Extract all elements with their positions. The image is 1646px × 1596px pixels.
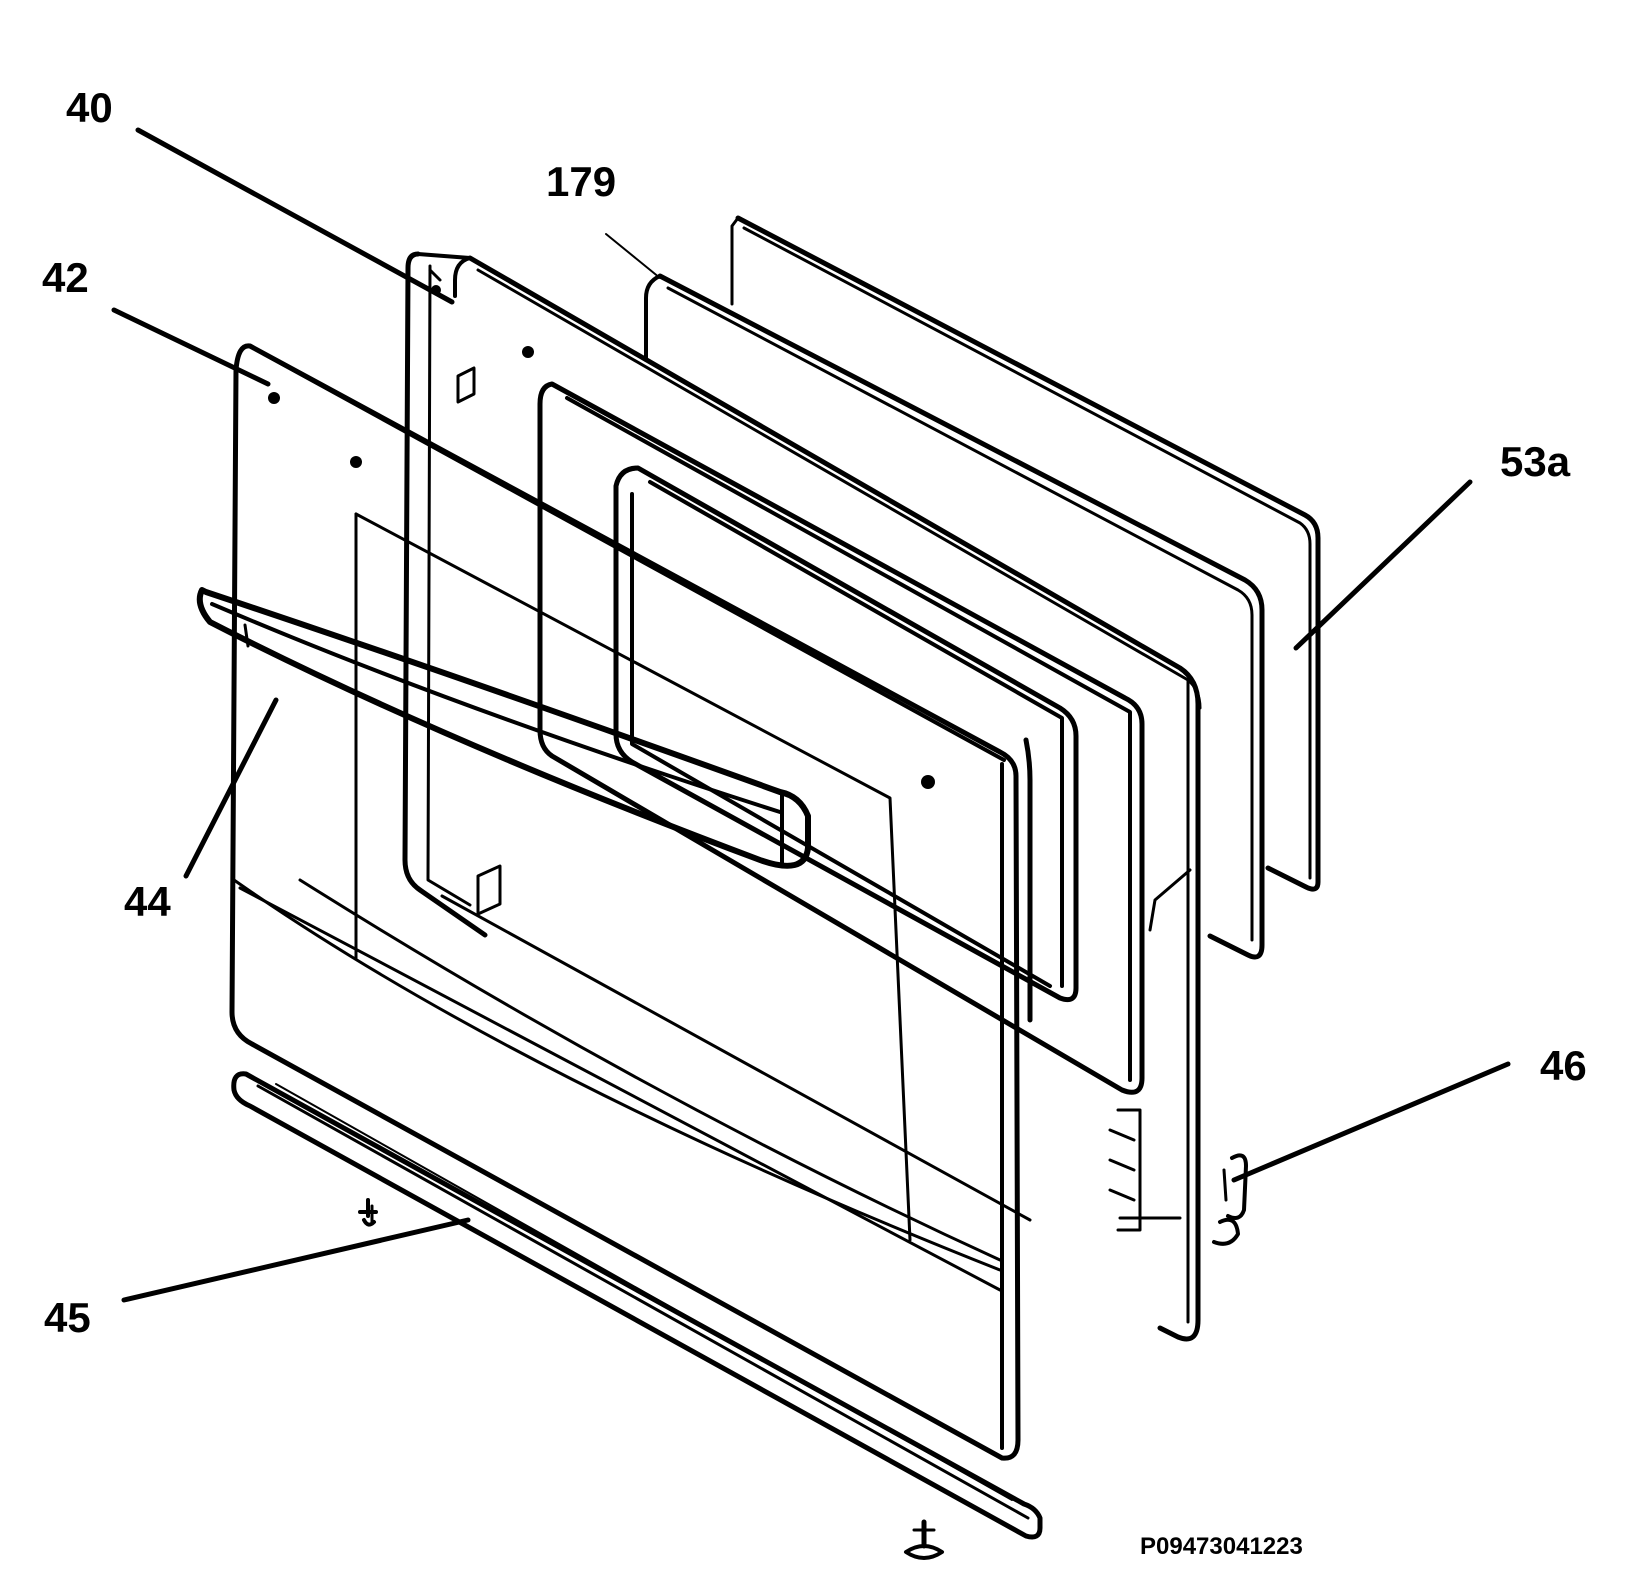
door-side-frame <box>402 251 1033 1222</box>
callout-45: 45 <box>44 1294 91 1341</box>
screw-left <box>358 1198 378 1227</box>
hinge-clip <box>1212 1153 1248 1246</box>
callout-179: 179 <box>546 158 616 205</box>
front-outer-glass <box>229 343 1021 1461</box>
bottom-trim-strip <box>231 1071 1043 1540</box>
callout-53a: 53a <box>1500 438 1571 485</box>
door-seal-frame <box>644 273 1265 960</box>
rear-glass-panel <box>730 215 1321 892</box>
drawing-code: P09473041223 <box>1140 1533 1303 1560</box>
callout-44: 44 <box>124 878 171 925</box>
callout-40: 40 <box>66 84 113 131</box>
inner-door-panel <box>453 255 1202 1342</box>
callout-42: 42 <box>42 254 89 301</box>
callout-46: 46 <box>1540 1042 1587 1089</box>
leader-lines <box>111 127 1511 1303</box>
door-handle <box>196 587 811 869</box>
screw-bottom <box>904 1519 944 1560</box>
